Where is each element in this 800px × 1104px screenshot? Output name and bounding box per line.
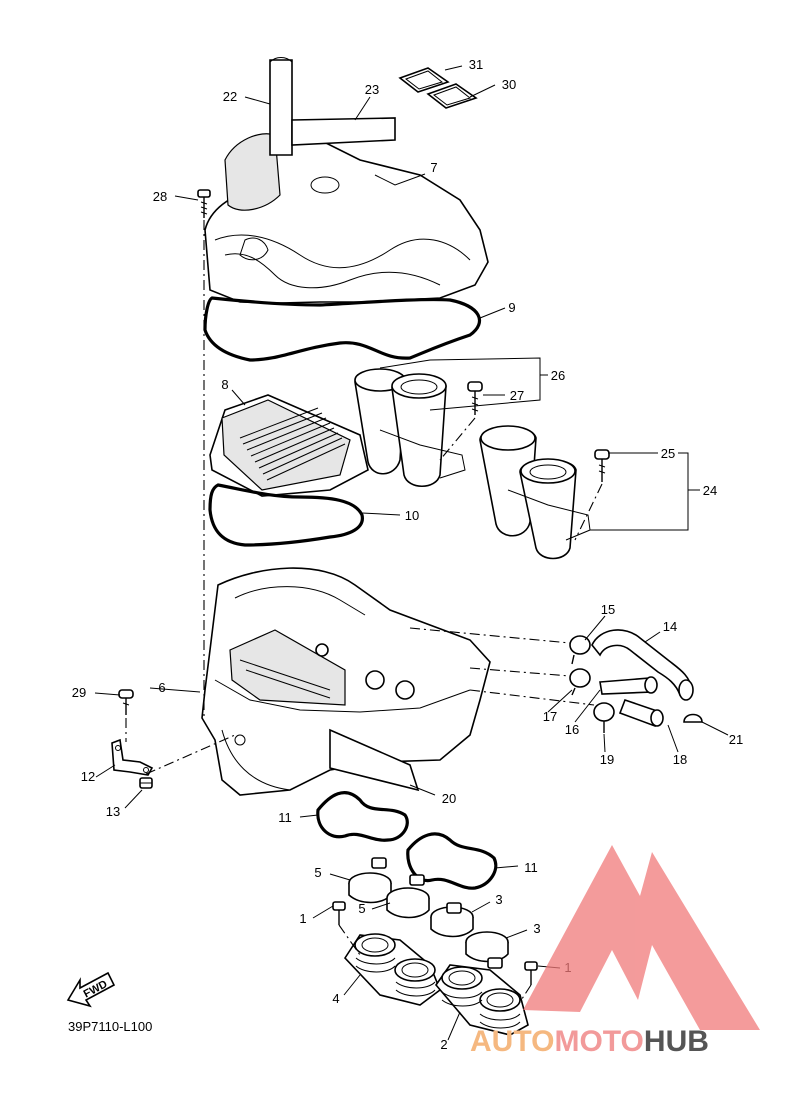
callout-3a: 3 [495,892,502,907]
svg-text:AUTOMOTOHUB: AUTOMOTOHUB [470,1025,709,1058]
hose-14 [591,629,694,701]
clamp-3a [430,902,474,938]
hose-18 [618,698,664,728]
diagram-code: 39P7110-L100 [68,1019,152,1034]
watermark-text: AUTOMOTOHUB [470,1025,709,1058]
callout-25: 25 [661,446,675,461]
callout-7: 7 [430,160,437,175]
clamp-3b [465,931,509,969]
callout-15: 15 [601,602,615,617]
screw-25 [594,449,610,482]
callout-1a: 1 [299,911,306,926]
joint-gasket-11b [406,832,498,890]
clamp-19 [593,702,615,733]
callout-23: 23 [365,82,379,97]
funnel-set-26 [354,368,466,488]
callout-5b: 5 [358,901,365,916]
fwd-arrow-icon: FWD [66,971,116,1008]
callout-3b: 3 [533,921,540,936]
watermark-logo [523,845,760,1030]
air-cleaner-cover [204,129,489,304]
callout-11b: 11 [524,860,538,875]
callout-31: 31 [469,57,483,72]
callout-9: 9 [508,300,515,315]
funnel-set-24 [479,425,591,560]
callout-22: 22 [223,89,237,104]
assembly-lines [125,220,603,1006]
cap-21 [683,713,703,723]
callout-5a: 5 [314,865,321,880]
screw-1b [524,961,538,985]
callout-8: 8 [221,377,228,392]
callout-26: 26 [551,368,565,383]
callout-6: 6 [158,680,165,695]
bracket-12 [111,738,154,776]
callout-27: 27 [510,388,524,403]
air-cleaner-case-6 [201,567,491,796]
callout-11a: 11 [278,810,292,825]
leader-lines [94,65,729,1041]
callout-18: 18 [673,752,687,767]
air-filter-element-8 [209,394,369,497]
callout-16: 16 [565,722,579,737]
carburetor-joint-2 [434,964,529,1036]
callout-30: 30 [502,77,516,92]
callout-13: 13 [106,804,120,819]
callout-4: 4 [332,991,339,1006]
screw-27 [467,381,483,415]
gasket-9 [203,296,482,362]
screw-28 [197,189,211,218]
screw-1a [332,901,346,925]
callout-2: 2 [440,1037,447,1052]
screw-29 [118,689,134,715]
callout-21: 21 [729,732,743,747]
hose-16 [599,676,658,695]
collar-13 [139,777,153,789]
callout-29: 29 [72,685,86,700]
callout-14: 14 [663,619,677,634]
clamp-5b [386,874,430,919]
pad-30-31 [398,67,478,109]
callout-19: 19 [600,752,614,767]
joint-gasket-11a [316,791,409,842]
clamp-15 [569,635,591,665]
gasket-10 [208,483,364,547]
clamp-17 [569,668,591,696]
callout-labels: 22 23 31 30 7 28 9 8 26 27 25 24 10 15 1… [72,57,743,1052]
intake-duct-23 [291,117,396,146]
carburetor-joint-4 [343,933,441,1006]
callout-17: 17 [543,709,557,724]
svg-text:FWD: FWD [82,978,110,1000]
callout-10: 10 [405,508,419,523]
intake-duct-22 [269,57,293,156]
callout-20: 20 [442,791,456,806]
callout-28: 28 [153,189,167,204]
callout-24: 24 [703,483,717,498]
clamp-5a [348,857,392,904]
callout-12: 12 [81,769,95,784]
